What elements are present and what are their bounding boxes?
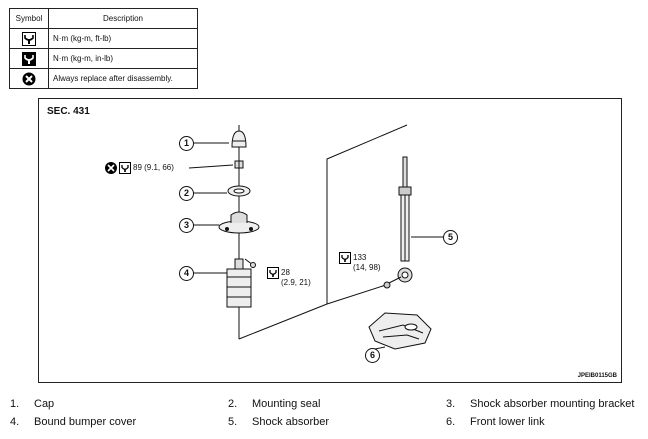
torque-spec-bracket-bolt: 28 (2.9, 21)	[281, 268, 311, 288]
torque-spec-lower-bolt: 133 (14, 98)	[353, 253, 381, 273]
torque-value: 28	[281, 268, 290, 277]
mounting-seal-part	[227, 185, 251, 197]
diagram-frame: SEC. 431 JPEIB0115GB 89 (9.1, 66) 28 (2.…	[38, 98, 622, 383]
list-item: 1.Cap	[10, 398, 55, 410]
legend-description: N·m (kg-m, ft-lb)	[48, 28, 198, 49]
lower-bolt-part	[383, 276, 402, 289]
bracket-bolt-part	[244, 258, 256, 268]
cap-part	[231, 130, 247, 148]
legend-header-symbol: Symbol	[9, 8, 49, 29]
torque-value-units: (14, 98)	[353, 263, 381, 272]
shock-absorber-part	[397, 156, 413, 283]
callout-6: 6	[365, 348, 380, 363]
torque-value: 133	[353, 253, 367, 262]
torque-wrench-icon	[119, 162, 131, 174]
callout-4: 4	[179, 266, 194, 281]
callout-2: 2	[179, 186, 194, 201]
shock-absorber-diagram	[105, 124, 445, 350]
assembly-path-line	[326, 283, 390, 305]
legend-description: N·m (kg-m, in-lb)	[48, 48, 198, 69]
nut-part	[234, 160, 244, 169]
torque-spec-nut: 89 (9.1, 66)	[133, 163, 174, 172]
list-item: 6.Front lower link	[446, 416, 545, 428]
figure-code: JPEIB0115GB	[577, 373, 617, 379]
legend-row: N·m (kg-m, in-lb)	[9, 48, 198, 69]
legend-header-row: Symbol Description	[9, 8, 198, 29]
list-item: 2.Mounting seal	[228, 398, 321, 410]
list-item: 5.Shock absorber	[228, 416, 330, 428]
mounting-bracket-part	[218, 211, 260, 234]
list-item: 4.Bound bumper cover	[10, 416, 137, 428]
legend-row: N·m (kg-m, ft-lb)	[9, 28, 198, 49]
legend-description: Always replace after disassembly.	[48, 68, 198, 89]
callout-1: 1	[179, 136, 194, 151]
legend-row: Always replace after disassembly.	[9, 68, 198, 89]
callout-3: 3	[179, 218, 194, 233]
torque-wrench-icon	[267, 267, 279, 279]
callout-5: 5	[443, 230, 458, 245]
torque-wrench-icon	[22, 31, 36, 46]
front-lower-link-part	[368, 312, 432, 350]
leader-line	[188, 164, 234, 169]
always-replace-icon	[105, 162, 117, 174]
section-label: SEC. 431	[47, 106, 90, 117]
assembly-path-line	[238, 124, 408, 340]
torque-wrench-icon	[339, 252, 351, 264]
symbol-legend-table: Symbol Description N·m (kg-m, ft-lb) N·m…	[9, 8, 198, 89]
torque-value-units: (2.9, 21)	[281, 278, 311, 287]
list-item: 3.Shock absorber mounting bracket	[446, 398, 635, 410]
bound-bumper-cover-part	[226, 258, 252, 308]
torque-wrench-inlb-icon	[22, 51, 36, 66]
always-replace-icon	[22, 72, 36, 85]
legend-header-description: Description	[48, 8, 198, 29]
